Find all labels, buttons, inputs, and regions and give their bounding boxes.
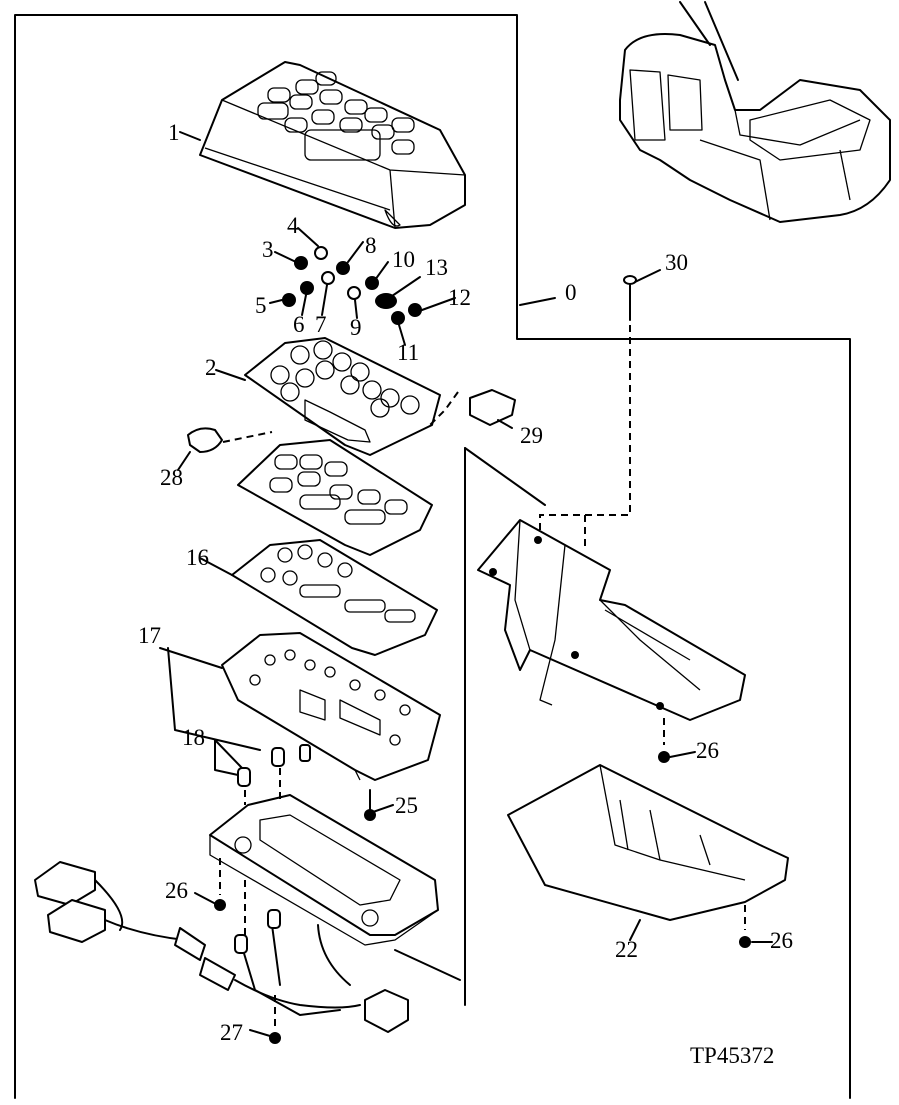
label-25: 25 [395, 793, 418, 818]
label-13: 13 [425, 255, 448, 280]
label-9: 9 [350, 315, 362, 340]
group-frame [14, 14, 851, 1099]
label-16: 16 [186, 545, 209, 570]
part-1-panel-cover [199, 61, 466, 229]
label-2: 2 [205, 355, 217, 380]
label-11: 11 [397, 340, 419, 365]
label-30: 30 [665, 250, 688, 275]
diagram-code: TP45372 [690, 1043, 774, 1068]
leader-lines [159, 131, 773, 1037]
mounting-bracket [477, 519, 746, 721]
label-3: 3 [262, 237, 274, 262]
part-labels: 1 2 3 4 5 6 7 8 9 10 11 12 13 16 17 18 2… [138, 120, 793, 1068]
label-6: 6 [293, 312, 305, 337]
label-22: 22 [615, 937, 638, 962]
part-18-bulbs [237, 744, 311, 787]
label-10: 10 [392, 247, 415, 272]
label-1: 1 [168, 120, 180, 145]
label-8: 8 [365, 233, 377, 258]
machine-thumbnail [619, 1, 891, 223]
part-2-keypad-plate [244, 337, 441, 456]
caps-3-to-13 [282, 246, 422, 325]
label-26-bracket: 26 [696, 738, 719, 763]
label-18: 18 [182, 725, 205, 750]
lower-housing-case [209, 794, 439, 946]
part-16-circuit-layer [231, 539, 438, 656]
membrane-layer [237, 439, 433, 556]
label-12: 12 [448, 285, 471, 310]
assembly-dashed-lines [219, 325, 746, 1028]
label-29: 29 [520, 423, 543, 448]
label-17: 17 [138, 623, 161, 648]
label-0: 0 [565, 280, 577, 305]
label-28: 28 [160, 465, 183, 490]
label-26-cover: 26 [770, 928, 793, 953]
part-28-and-29-covers [187, 389, 516, 453]
label-26-housing: 26 [165, 878, 188, 903]
label-7: 7 [315, 312, 327, 337]
label-27: 27 [220, 1020, 243, 1045]
screws [214, 275, 751, 1044]
label-4: 4 [287, 213, 299, 238]
part-22-lower-cover [507, 764, 789, 921]
label-5: 5 [255, 293, 267, 318]
part-17-monitor-board [221, 632, 441, 781]
wire-harness [34, 861, 409, 1033]
